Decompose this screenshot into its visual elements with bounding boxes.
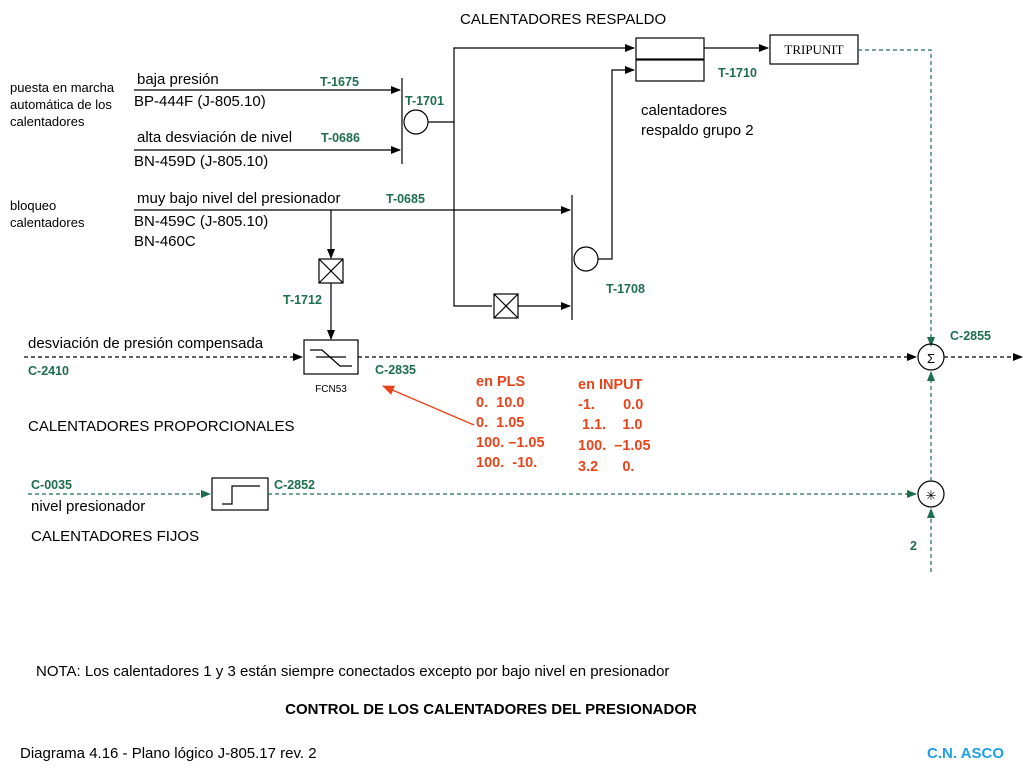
backup-heaters-title: CALENTADORES RESPALDO: [460, 11, 666, 28]
or-gate-circle-1708: [573, 246, 599, 272]
sum-symbol: Σ: [927, 351, 935, 366]
comp-pressure-dev-label: desviación de presión compensada: [28, 335, 264, 352]
pls-row-3: 100. –1.05: [476, 435, 545, 451]
t1701-branch-down-line: [453, 122, 492, 307]
tag-c0035: C-0035: [31, 478, 72, 492]
high-level-dev-id: BN-459D (J-805.10): [134, 153, 268, 170]
startup-note-line2: automática de los: [10, 97, 112, 112]
pls-row-1: 0. 10.0: [476, 395, 524, 411]
tag-c2410: C-2410: [28, 364, 69, 378]
multiplier-symbol: ✳: [926, 488, 937, 503]
pls-header: en PLS: [476, 374, 525, 390]
tag-c2855: C-2855: [950, 329, 991, 343]
input-row-3: 100. –1.05: [578, 438, 651, 454]
very-low-level-id2: BN-460C: [134, 233, 196, 250]
tag-t1708: T-1708: [606, 282, 645, 296]
tag-t1675: T-1675: [320, 75, 359, 89]
tag-t1712: T-1712: [283, 293, 322, 307]
backup-group-label-line2: respaldo grupo 2: [641, 122, 754, 139]
very-low-level-label: muy bajo nivel del presionador: [137, 190, 340, 207]
pls-row-2: 0. 1.05: [476, 415, 524, 431]
input-row-2: 1.1. 1.0: [578, 417, 643, 433]
t1701-to-backup-line: [428, 44, 635, 123]
diagram-reference: Diagrama 4.16 - Plano lógico J-805.17 re…: [20, 745, 317, 762]
tag-t0686: T-0686: [321, 131, 360, 145]
or-gate-circle-1701: [403, 109, 429, 135]
startup-note-line3: calentadores: [10, 114, 85, 129]
tag-t1710: T-1710: [718, 66, 757, 80]
startup-note-line1: puesta en marcha: [10, 80, 115, 95]
input-row-4: 3.2 0.: [578, 459, 634, 475]
high-level-dev-label: alta desviación de nivel: [137, 129, 292, 146]
very-low-level-id1: BN-459C (J-805.10): [134, 213, 268, 230]
fixed-heaters-label: CALENTADORES FIJOS: [31, 528, 199, 545]
tripunit-to-sum-line: [858, 49, 935, 347]
backup-group-label-line1: calentadores: [641, 102, 727, 119]
block-note-line1: bloqueo: [10, 198, 56, 213]
backup-heater-box-bottom: [635, 59, 705, 82]
footer-note: NOTA: Los calentadores 1 y 3 están siemp…: [36, 663, 669, 680]
backup-heater-box-top: [635, 37, 705, 60]
proportional-heaters-label: CALENTADORES PROPORCIONALES: [28, 418, 294, 435]
pls-row-4: 100. -10.: [476, 455, 537, 471]
tag-t0685: T-0685: [386, 192, 425, 206]
fcn53-curve: [310, 349, 352, 367]
level-switch-block: [211, 477, 269, 511]
pressurizer-level-label: nivel presionador: [31, 498, 145, 515]
annotation-arrow: [382, 385, 475, 426]
plant-name: C.N. ASCO: [927, 745, 1004, 762]
low-pressure-label: baja presión: [137, 71, 219, 88]
low-pressure-id: BP-444F (J-805.10): [134, 93, 266, 110]
input-header: en INPUT: [578, 377, 643, 393]
t1708-to-backup-line: [598, 66, 635, 260]
tripunit-label: TRIPUNIT: [784, 42, 843, 57]
level-switch-curve: [222, 485, 260, 505]
tag-c2852: C-2852: [274, 478, 315, 492]
fcn53-label: FCN53: [315, 384, 347, 395]
diagram-main-title: CONTROL DE LOS CALENTADORES DEL PRESIONA…: [285, 701, 697, 718]
tag-c2835: C-2835: [375, 363, 416, 377]
tag-t1701: T-1701: [405, 94, 444, 108]
block-note-line2: calentadores: [10, 215, 85, 230]
gain-two-label: 2: [910, 539, 917, 553]
input-row-1: -1. 0.0: [578, 397, 643, 413]
